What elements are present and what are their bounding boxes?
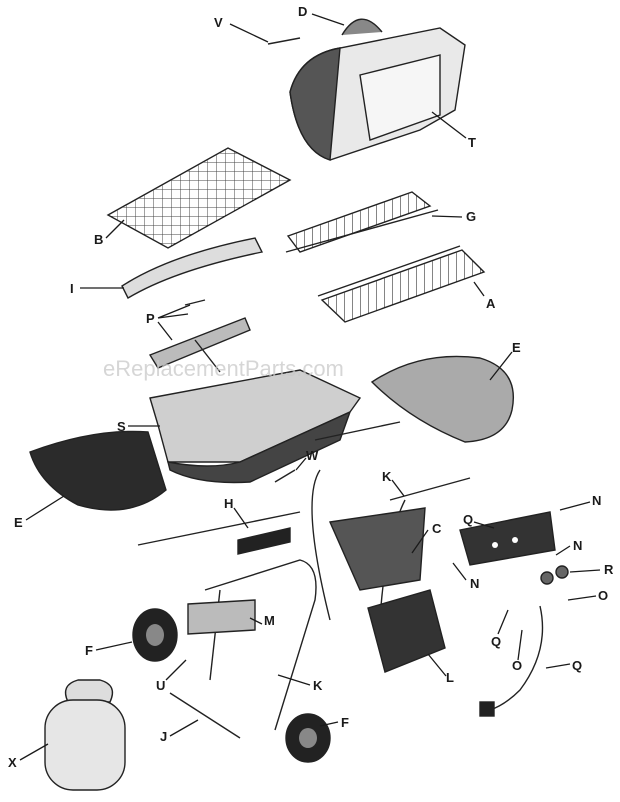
callout-x: X — [8, 755, 17, 770]
callout-d: D — [298, 4, 307, 19]
callout-f-left: F — [85, 643, 93, 658]
warming-rack-upper-part — [285, 191, 439, 253]
callout-o-mid: O — [512, 658, 522, 673]
panel-shield-part — [187, 599, 256, 635]
callout-s: S — [117, 419, 126, 434]
wheel-left-part — [132, 608, 178, 662]
callout-u: U — [156, 678, 165, 693]
callout-e-left: E — [14, 515, 23, 530]
bracket-part — [459, 511, 556, 566]
callout-a: A — [486, 296, 496, 311]
warming-rack-lower-part — [317, 245, 486, 323]
propane-tank-part — [44, 679, 126, 791]
callout-o-right: O — [598, 588, 608, 603]
callout-m: M — [264, 613, 275, 628]
callout-n-mid: N — [573, 538, 582, 553]
callout-l: L — [446, 670, 454, 685]
callout-q-lower: Q — [572, 658, 582, 673]
callout-w: W — [306, 448, 319, 463]
callout-i: I — [70, 281, 74, 296]
bottom-bar-part — [169, 692, 241, 739]
heat-shield-part — [121, 237, 264, 299]
lid-trim-part — [341, 18, 383, 36]
callout-q-upper: Q — [463, 512, 473, 527]
callout-f-right: F — [341, 715, 349, 730]
callout-p: P — [146, 311, 155, 326]
wheel-right-part — [285, 713, 331, 763]
lid-side-shelf-right-part — [370, 355, 514, 443]
callout-v: V — [214, 15, 223, 30]
callout-q-mid: Q — [491, 634, 501, 649]
firebox-part — [149, 369, 362, 484]
callout-b: B — [94, 232, 103, 247]
callout-labels: V D T B G I A P E S W K N E H C Q N N R … — [8, 4, 614, 770]
callout-n-lower: N — [470, 576, 479, 591]
callout-g: G — [466, 209, 476, 224]
callout-h: H — [224, 496, 233, 511]
callout-e-right: E — [512, 340, 521, 355]
leader-lines — [19, 13, 601, 761]
leg-panel-part — [367, 589, 446, 673]
side-shelf-left-part — [29, 430, 167, 511]
callout-t: T — [468, 135, 476, 150]
callout-c: C — [432, 521, 442, 536]
callout-k-upper: K — [382, 469, 392, 484]
callout-n-upper: N — [592, 493, 601, 508]
cooking-grate-part — [106, 147, 292, 249]
hose-regulator-part — [479, 605, 544, 717]
burner-part — [148, 299, 251, 373]
callout-k-lower: K — [313, 678, 323, 693]
watermark-text: eReplacementParts.com — [103, 356, 344, 381]
clip-part — [274, 469, 296, 483]
control-panel-part — [328, 507, 426, 591]
callout-r: R — [604, 562, 614, 577]
callout-j: J — [160, 729, 167, 744]
crossbar-part — [237, 527, 291, 555]
lid-part — [289, 27, 466, 161]
knob-part — [540, 565, 569, 585]
handle-part — [267, 37, 301, 45]
